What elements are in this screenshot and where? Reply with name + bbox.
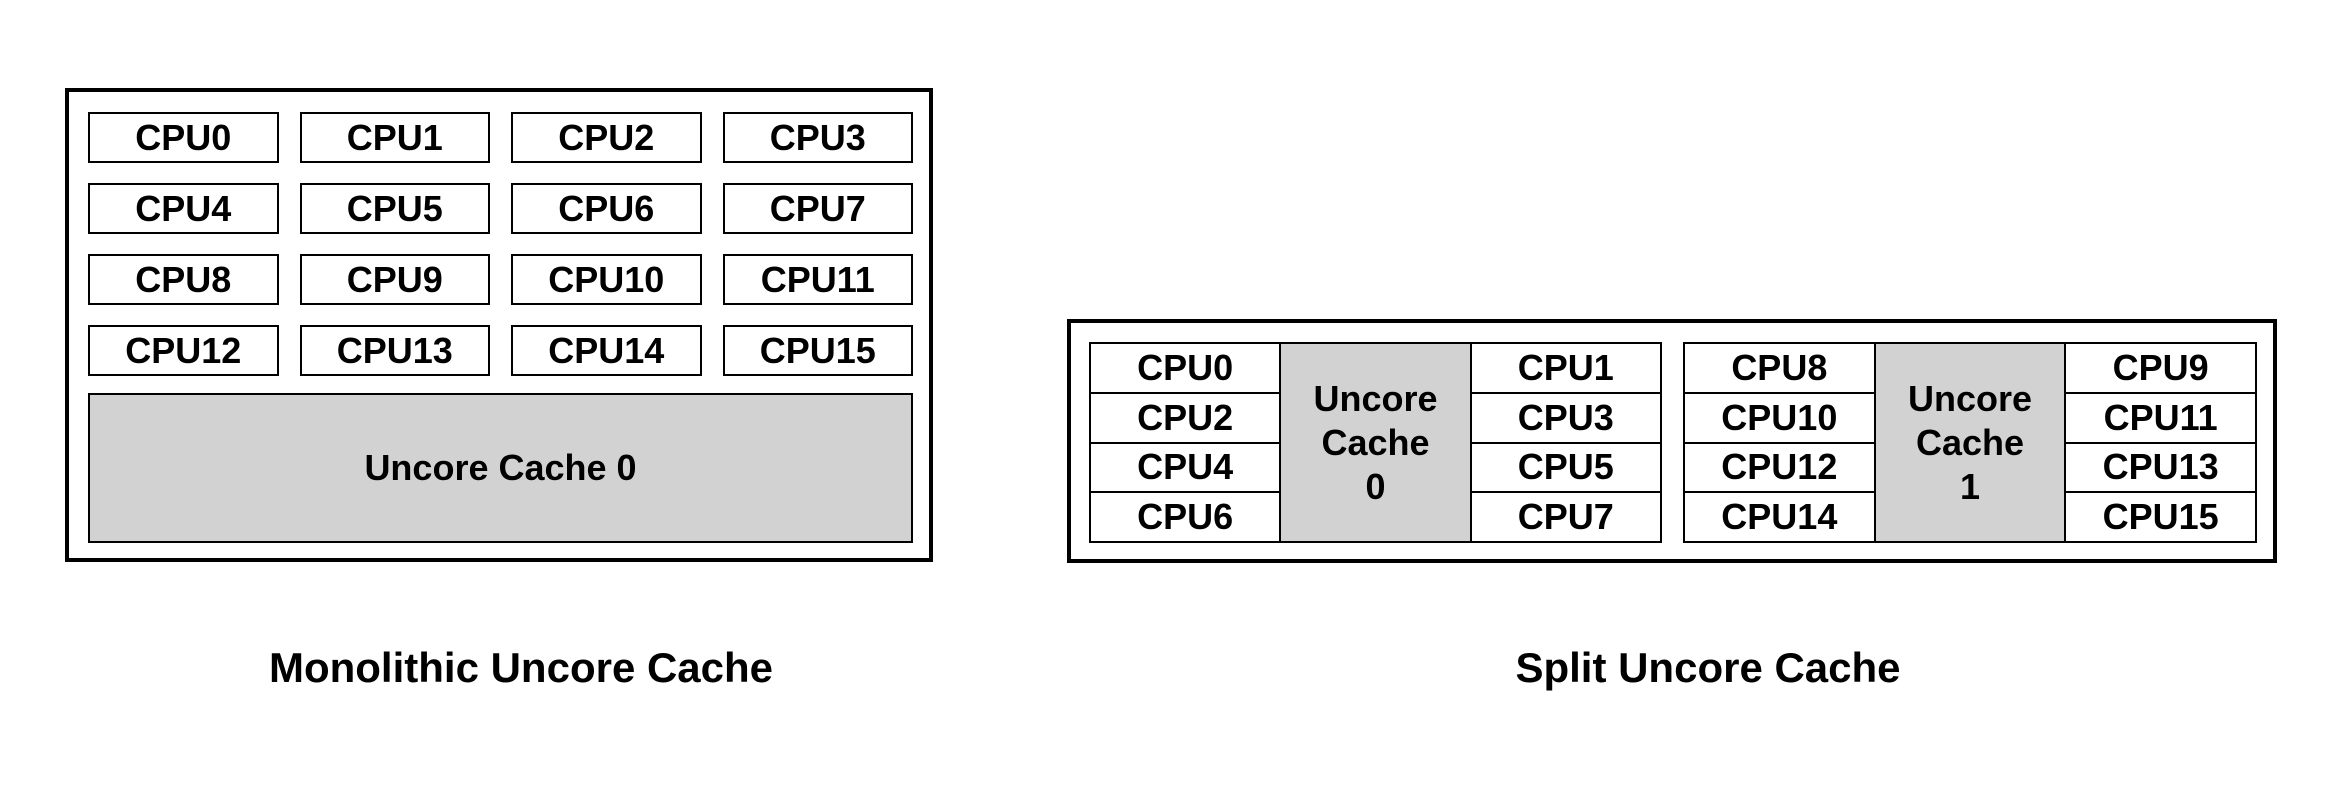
cpu-cell: CPU11 <box>2066 393 2255 442</box>
cpu-cell: CPU1 <box>1471 344 1660 392</box>
cpu-cell: CPU3 <box>1471 393 1660 442</box>
cache-line: Uncore <box>1907 377 2032 419</box>
cpu-box: CPU9 <box>299 254 490 305</box>
cache-line: Cache <box>1915 421 2025 463</box>
cpu-box: CPU15 <box>722 325 913 376</box>
cpu-cell: CPU5 <box>1471 443 1660 492</box>
cpu-box: CPU13 <box>299 325 490 376</box>
cache-line: Cache <box>1321 421 1430 463</box>
uncore-cache-1-cell: Uncore Cache 1 <box>1875 344 2065 541</box>
cache-line: 0 <box>1365 465 1386 507</box>
uncore-cache-0-cell: Uncore Cache 0 <box>1281 344 1470 541</box>
cpu-box: CPU10 <box>511 254 702 305</box>
cpu-box: CPU5 <box>299 183 490 234</box>
caption-monolithic: Monolithic Uncore Cache <box>268 644 774 691</box>
uncore-cache-0-label: Uncore Cache 0 <box>364 447 637 488</box>
cpu-box: CPU6 <box>511 183 702 234</box>
cpu-cell: CPU7 <box>1471 493 1660 541</box>
cpu-cell: CPU0 <box>1091 344 1280 392</box>
cpu-box: CPU3 <box>722 112 913 163</box>
cpu-cell: CPU6 <box>1091 493 1280 541</box>
cpu-cell: CPU4 <box>1091 443 1280 492</box>
cpu-cell: CPU12 <box>1685 443 1874 492</box>
cpu-cell: CPU10 <box>1685 393 1874 442</box>
cpu-cell: CPU2 <box>1091 393 1280 442</box>
cpu-box: CPU8 <box>88 254 279 305</box>
split-diagram-box: Uncore Cache 0 CPU0 CPU1 CPU2 CPU3 CPU4 … <box>1067 319 2277 563</box>
cpu-cell: CPU9 <box>2066 344 2255 392</box>
cpu-cell: CPU14 <box>1685 493 1874 541</box>
monolithic-cpu-grid: CPU0 CPU1 CPU2 CPU3 CPU4 CPU5 CPU6 CPU7 … <box>88 112 913 376</box>
cache-line: 1 <box>1959 465 1980 507</box>
cpu-box: CPU0 <box>88 112 279 163</box>
cpu-box: CPU14 <box>511 325 702 376</box>
split-group-0: Uncore Cache 0 CPU0 CPU1 CPU2 CPU3 CPU4 … <box>1089 342 1662 543</box>
cpu-box: CPU4 <box>88 183 279 234</box>
cpu-cell: CPU13 <box>2066 443 2255 492</box>
cache-line: Uncore <box>1313 377 1438 419</box>
monolithic-diagram-box: CPU0 CPU1 CPU2 CPU3 CPU4 CPU5 CPU6 CPU7 … <box>65 88 933 562</box>
uncore-cache-0-box: Uncore Cache 0 <box>88 393 913 543</box>
cpu-box: CPU1 <box>299 112 490 163</box>
cpu-cell: CPU8 <box>1685 344 1874 392</box>
cpu-cell: CPU15 <box>2066 493 2255 541</box>
cpu-box: CPU12 <box>88 325 279 376</box>
split-group-1: Uncore Cache 1 CPU8 CPU9 CPU10 CPU11 CPU… <box>1683 342 2257 543</box>
caption-split: Split Uncore Cache <box>1515 644 1901 691</box>
cpu-box: CPU7 <box>722 183 913 234</box>
cpu-box: CPU11 <box>722 254 913 305</box>
cpu-box: CPU2 <box>511 112 702 163</box>
